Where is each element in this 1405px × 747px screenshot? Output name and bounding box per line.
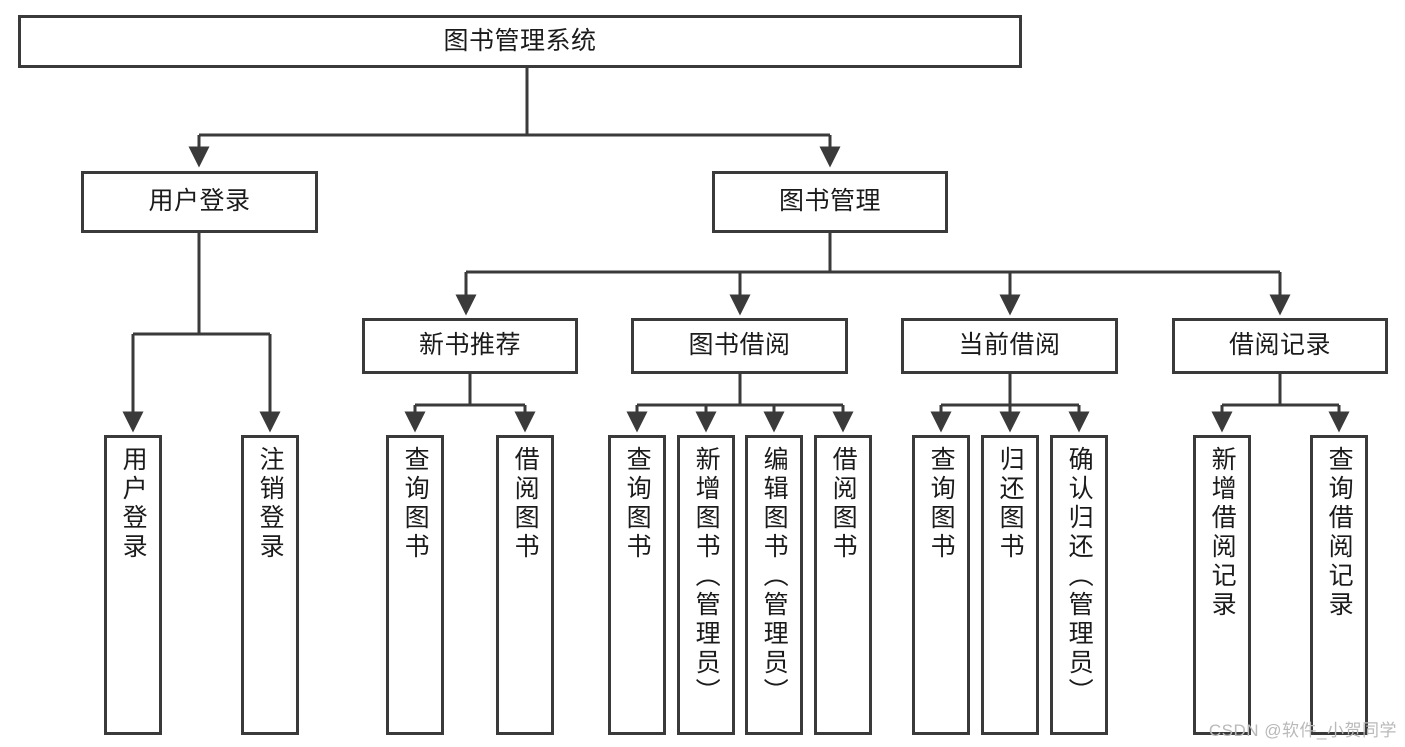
node-label: 注销登录 bbox=[256, 446, 285, 562]
node-root-book-management-system[interactable]: 图书管理系统 bbox=[18, 15, 1022, 68]
leaf-current-borrow-confirm-return-admin[interactable]: 确认归还（管理员） bbox=[1050, 435, 1108, 735]
node-label: 借阅图书 bbox=[829, 446, 858, 562]
leaf-current-borrow-query-books[interactable]: 查询图书 bbox=[912, 435, 970, 735]
leaf-user-login-do-login[interactable]: 用户登录 bbox=[104, 435, 162, 735]
leaf-book-borrow-add-book-admin[interactable]: 新增图书（管理员） bbox=[677, 435, 735, 735]
node-label: 图书管理系统 bbox=[443, 26, 597, 55]
node-label: 用户登录 bbox=[148, 187, 251, 216]
leaf-book-borrow-query-books[interactable]: 查询图书 bbox=[608, 435, 666, 735]
node-label: 借阅记录 bbox=[1228, 331, 1331, 360]
node-label: 确认归还（管理员） bbox=[1065, 446, 1094, 707]
leaf-new-book-query-books[interactable]: 查询图书 bbox=[386, 435, 444, 735]
node-label: 查询图书 bbox=[927, 446, 956, 562]
node-label: 编辑图书（管理员） bbox=[760, 446, 789, 707]
leaf-new-book-borrow-books[interactable]: 借阅图书 bbox=[496, 435, 554, 735]
node-label: 图书借阅 bbox=[688, 331, 791, 360]
node-new-book-recommend[interactable]: 新书推荐 bbox=[362, 318, 578, 374]
node-label: 查询图书 bbox=[623, 446, 652, 562]
leaf-book-borrow-edit-book-admin[interactable]: 编辑图书（管理员） bbox=[745, 435, 803, 735]
leaf-borrow-record-add-record[interactable]: 新增借阅记录 bbox=[1193, 435, 1251, 735]
node-label: 用户登录 bbox=[119, 446, 148, 562]
node-label: 查询图书 bbox=[401, 446, 430, 562]
node-label: 新书推荐 bbox=[418, 331, 521, 360]
node-label: 借阅图书 bbox=[511, 446, 540, 562]
leaf-borrow-record-query-record[interactable]: 查询借阅记录 bbox=[1310, 435, 1368, 735]
leaf-current-borrow-return-books[interactable]: 归还图书 bbox=[981, 435, 1039, 735]
node-label: 新增借阅记录 bbox=[1208, 446, 1237, 620]
node-current-borrow[interactable]: 当前借阅 bbox=[901, 318, 1118, 374]
node-borrow-record[interactable]: 借阅记录 bbox=[1172, 318, 1388, 374]
node-label: 图书管理 bbox=[778, 187, 881, 216]
node-label: 当前借阅 bbox=[958, 331, 1061, 360]
node-user-login[interactable]: 用户登录 bbox=[81, 171, 318, 233]
node-label: 查询借阅记录 bbox=[1325, 446, 1354, 620]
watermark: CSDN @软件_小贺同学 bbox=[1208, 721, 1397, 740]
node-label: 新增图书（管理员） bbox=[692, 446, 721, 707]
leaf-user-login-logout[interactable]: 注销登录 bbox=[241, 435, 299, 735]
leaf-book-borrow-borrow-books[interactable]: 借阅图书 bbox=[814, 435, 872, 735]
node-label: 归还图书 bbox=[996, 446, 1025, 562]
node-book-borrow[interactable]: 图书借阅 bbox=[631, 318, 848, 374]
node-book-management[interactable]: 图书管理 bbox=[712, 171, 948, 233]
